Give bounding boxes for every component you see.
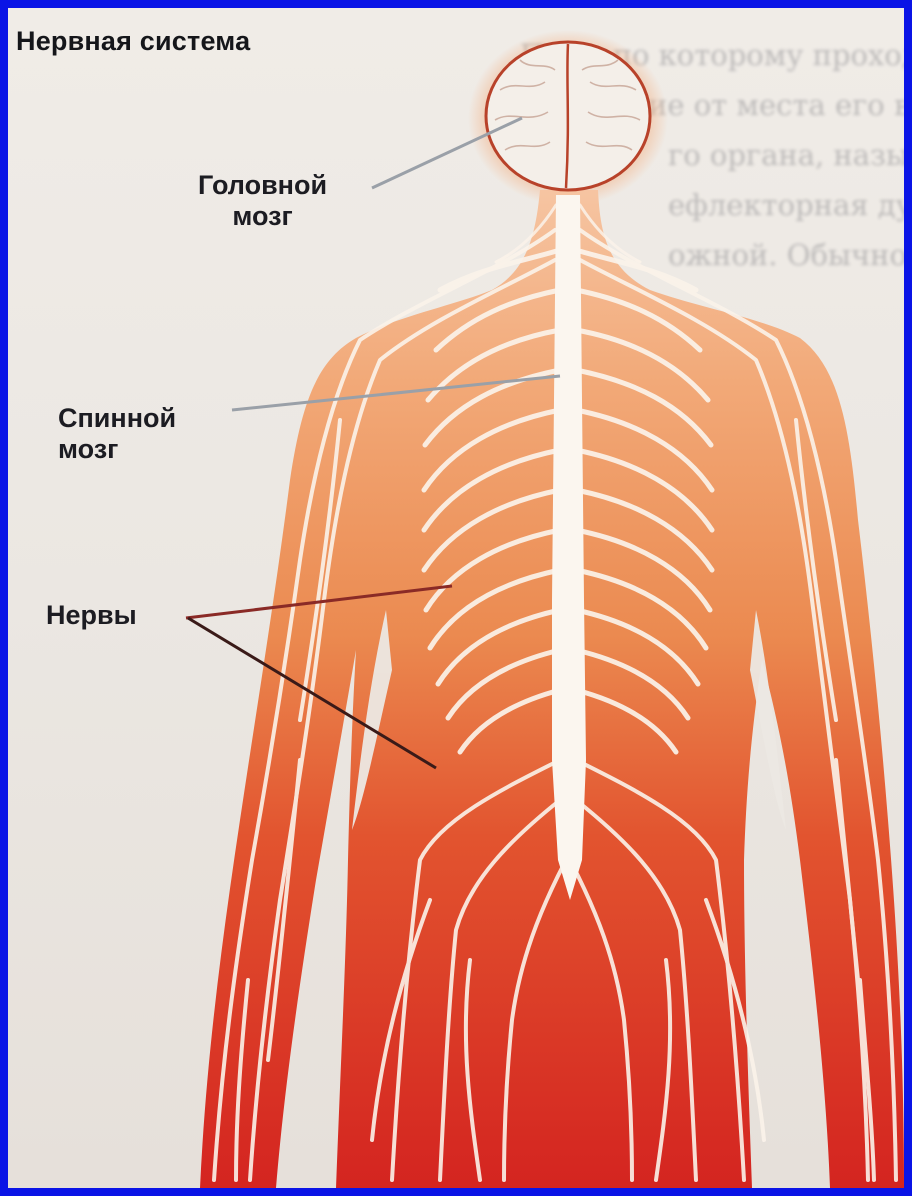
spinal-cord	[552, 195, 586, 900]
label-spinal-cord: Спинной мозг	[58, 403, 176, 465]
label-nerves: Нервы	[46, 600, 137, 631]
label-spinal-cord-line-2: мозг	[58, 434, 176, 465]
label-brain-line-1: Головной	[198, 170, 327, 201]
diagram-title: Нервная система	[16, 26, 250, 57]
label-brain: Головной мозг	[198, 170, 327, 232]
nervous-system-diagram	[8, 8, 904, 1188]
label-spinal-cord-line-1: Спинной	[58, 403, 176, 434]
brain	[486, 42, 650, 190]
label-brain-line-2: мозг	[198, 201, 327, 232]
